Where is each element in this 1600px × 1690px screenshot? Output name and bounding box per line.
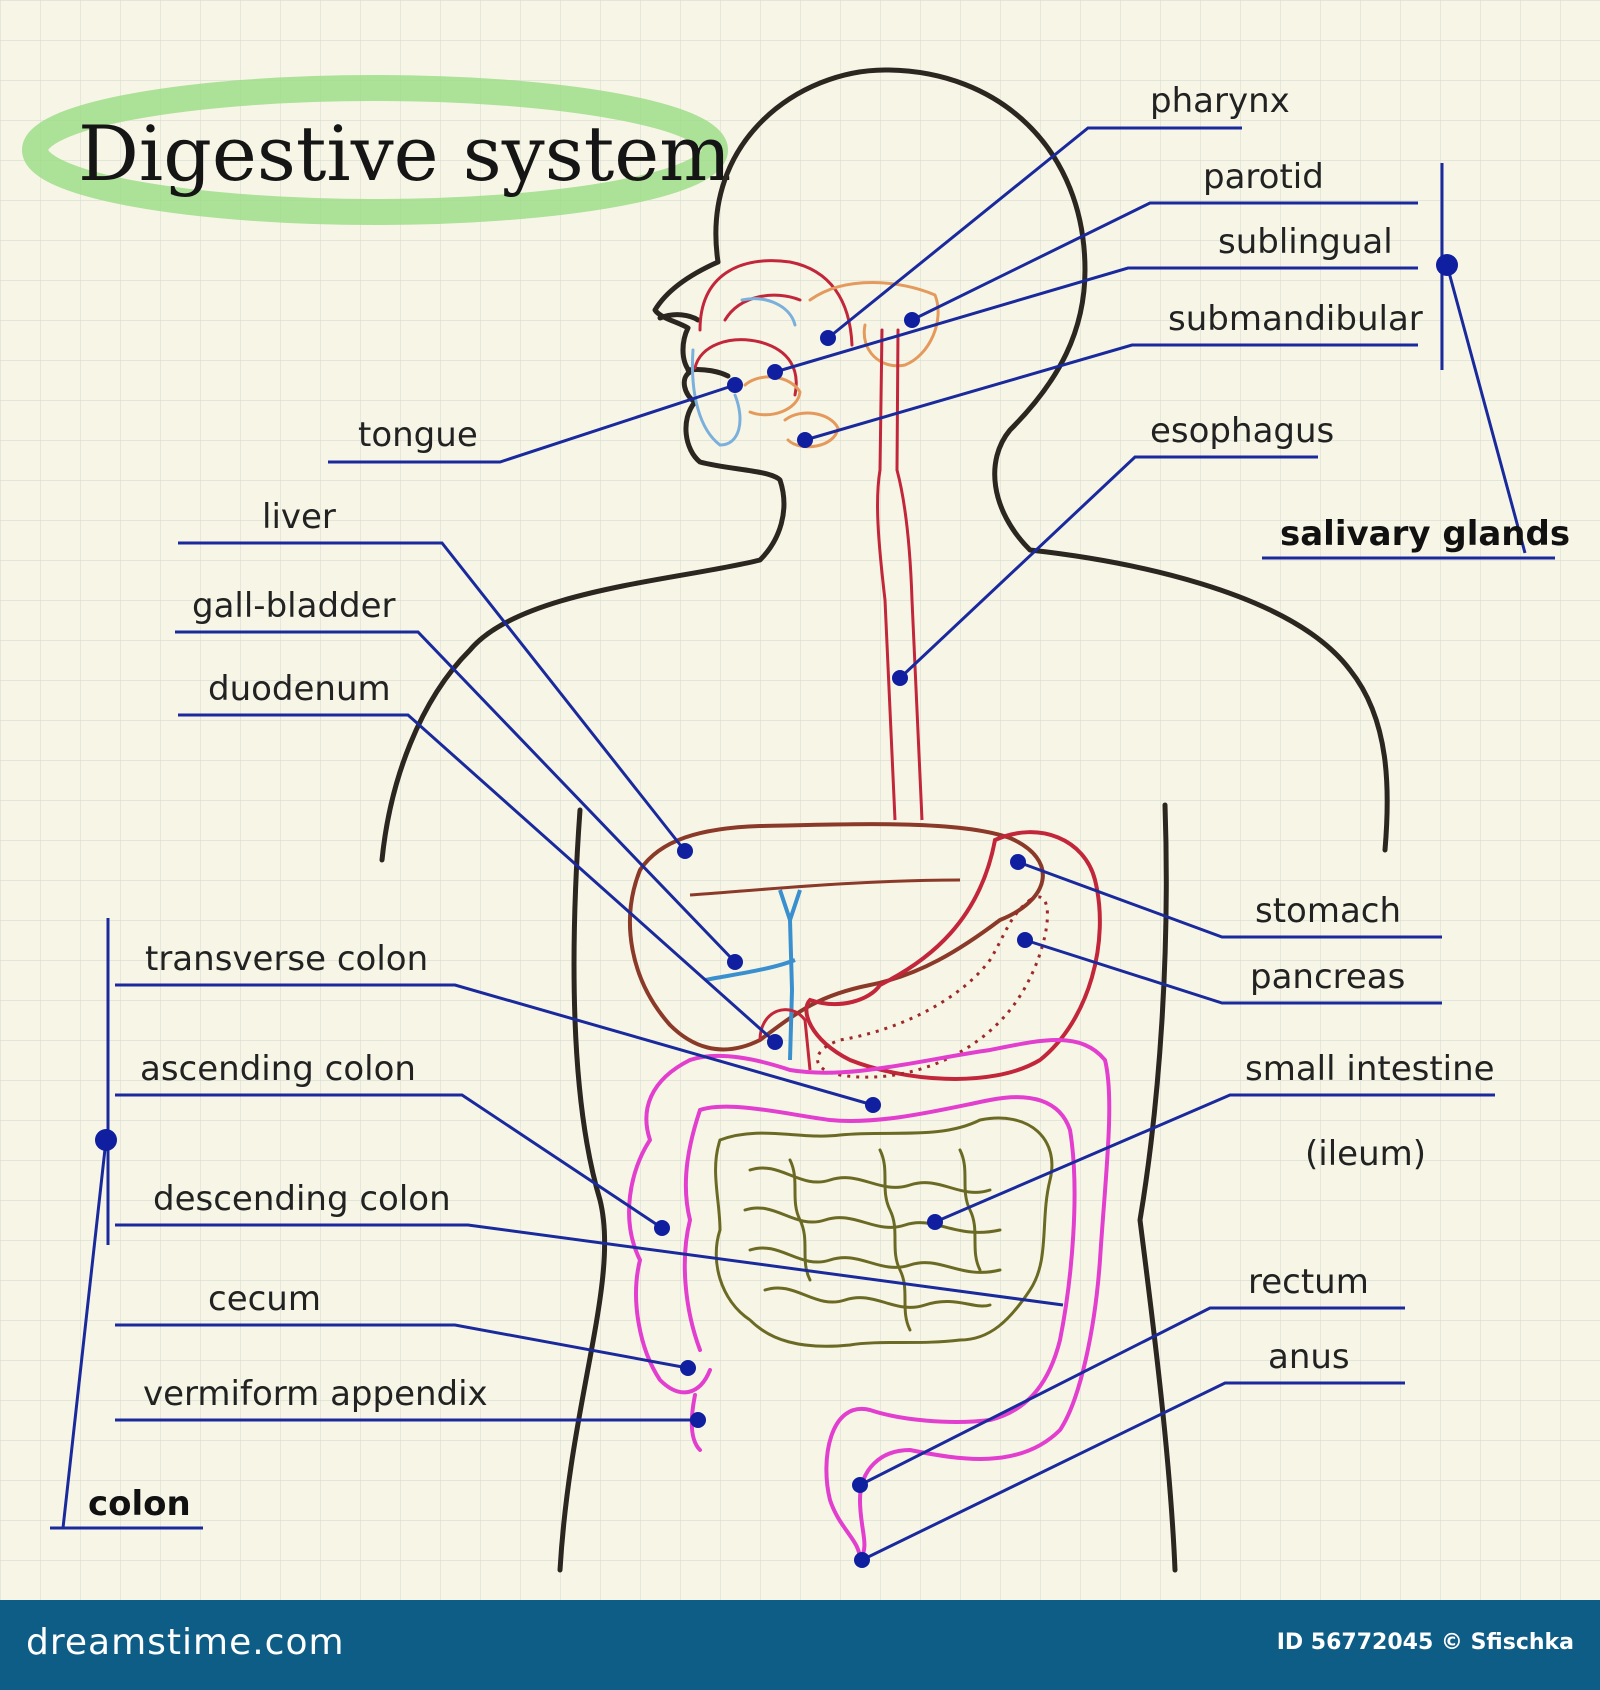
label-texts: pharynx parotid sublingual submandibular… bbox=[88, 81, 1570, 1524]
label-submandibular: submandibular bbox=[1168, 299, 1423, 339]
label-rectum: rectum bbox=[1248, 1262, 1369, 1302]
pancreas-shape bbox=[816, 895, 1049, 1079]
liver-fold bbox=[689, 878, 961, 897]
colon-tract bbox=[627, 1038, 1112, 1562]
page-title: Digestive system bbox=[78, 109, 731, 198]
watermark-bar: dreamstime.com ID 56772045 © Sfischka bbox=[0, 1600, 1600, 1690]
bile-ducts bbox=[704, 889, 802, 1061]
label-small-intestine: small intestine bbox=[1245, 1049, 1495, 1089]
label-vermiform-appendix: vermiform appendix bbox=[143, 1374, 488, 1414]
digestive-diagram: Digestive system bbox=[0, 0, 1600, 1600]
label-cecum: cecum bbox=[208, 1279, 321, 1319]
label-sublingual: sublingual bbox=[1218, 222, 1393, 262]
label-ascending-colon: ascending colon bbox=[140, 1049, 416, 1089]
watermark-id: ID 56772045 © Sfischka bbox=[1276, 1630, 1574, 1655]
esophagus-tube bbox=[876, 469, 924, 821]
label-ileum: (ileum) bbox=[1305, 1134, 1426, 1174]
label-descending-colon: descending colon bbox=[153, 1179, 451, 1219]
label-stomach: stomach bbox=[1255, 891, 1401, 931]
label-duodenum: duodenum bbox=[208, 669, 391, 709]
watermark-brand: dreamstime.com bbox=[26, 1622, 345, 1663]
label-salivary-glands: salivary glands bbox=[1280, 514, 1570, 554]
leader-lines bbox=[50, 126, 1555, 1562]
liver-shape bbox=[628, 822, 1045, 1052]
label-colon: colon bbox=[88, 1484, 191, 1524]
label-parotid: parotid bbox=[1203, 157, 1324, 197]
label-esophagus: esophagus bbox=[1150, 411, 1334, 451]
small-intestine-coils bbox=[714, 1116, 1054, 1348]
label-transverse-colon: transverse colon bbox=[145, 939, 428, 979]
label-pharynx: pharynx bbox=[1150, 81, 1290, 121]
label-dots bbox=[95, 254, 1458, 1568]
title-highlight bbox=[22, 75, 728, 225]
label-gall-bladder: gall-bladder bbox=[192, 586, 396, 626]
label-pancreas: pancreas bbox=[1250, 957, 1405, 997]
label-liver: liver bbox=[262, 497, 336, 537]
head-organs bbox=[691, 259, 940, 472]
label-anus: anus bbox=[1268, 1337, 1350, 1377]
label-tongue: tongue bbox=[358, 415, 478, 455]
